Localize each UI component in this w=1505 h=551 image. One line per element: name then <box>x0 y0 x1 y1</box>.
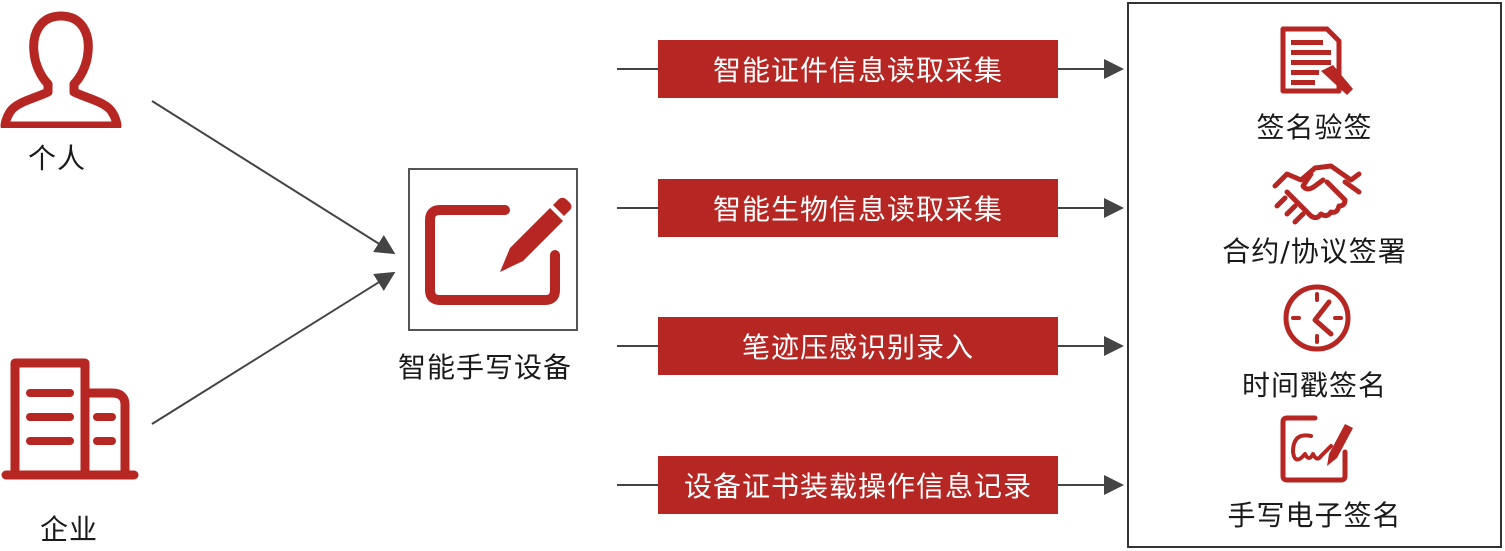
smart-handwriting-device <box>408 168 578 331</box>
flow-pressure-handwriting-input: 笔迹压感识别录入 <box>658 317 1058 375</box>
output-label-contract: 合约/协议签署 <box>1222 235 1407 268</box>
output-label-verify: 签名验签 <box>1256 111 1373 144</box>
person-icon <box>0 11 122 128</box>
person-to-device-arrow <box>151 100 396 255</box>
company-to-device-arrow <box>151 271 396 425</box>
building-icon <box>1 358 139 480</box>
flow-id-info-collection: 智能证件信息读取采集 <box>658 40 1058 98</box>
output-label-timestamp: 时间戳签名 <box>1241 369 1387 402</box>
output-label-handwritten: 手写电子签名 <box>1227 499 1402 532</box>
flow-certificate-operation-log: 设备证书装载操作信息记录 <box>658 456 1058 514</box>
document-verify-icon <box>1280 26 1353 95</box>
tablet-pen-icon <box>425 197 572 305</box>
clock-icon <box>1283 284 1351 352</box>
handshake-icon <box>1272 163 1362 225</box>
output-panel <box>1127 2 1502 548</box>
flow-biometric-collection: 智能生物信息读取采集 <box>658 179 1058 237</box>
company-label: 企业 <box>40 513 99 546</box>
handwritten-signature-icon <box>1280 415 1353 483</box>
device-label: 智能手写设备 <box>398 351 573 384</box>
person-label: 个人 <box>28 142 87 175</box>
